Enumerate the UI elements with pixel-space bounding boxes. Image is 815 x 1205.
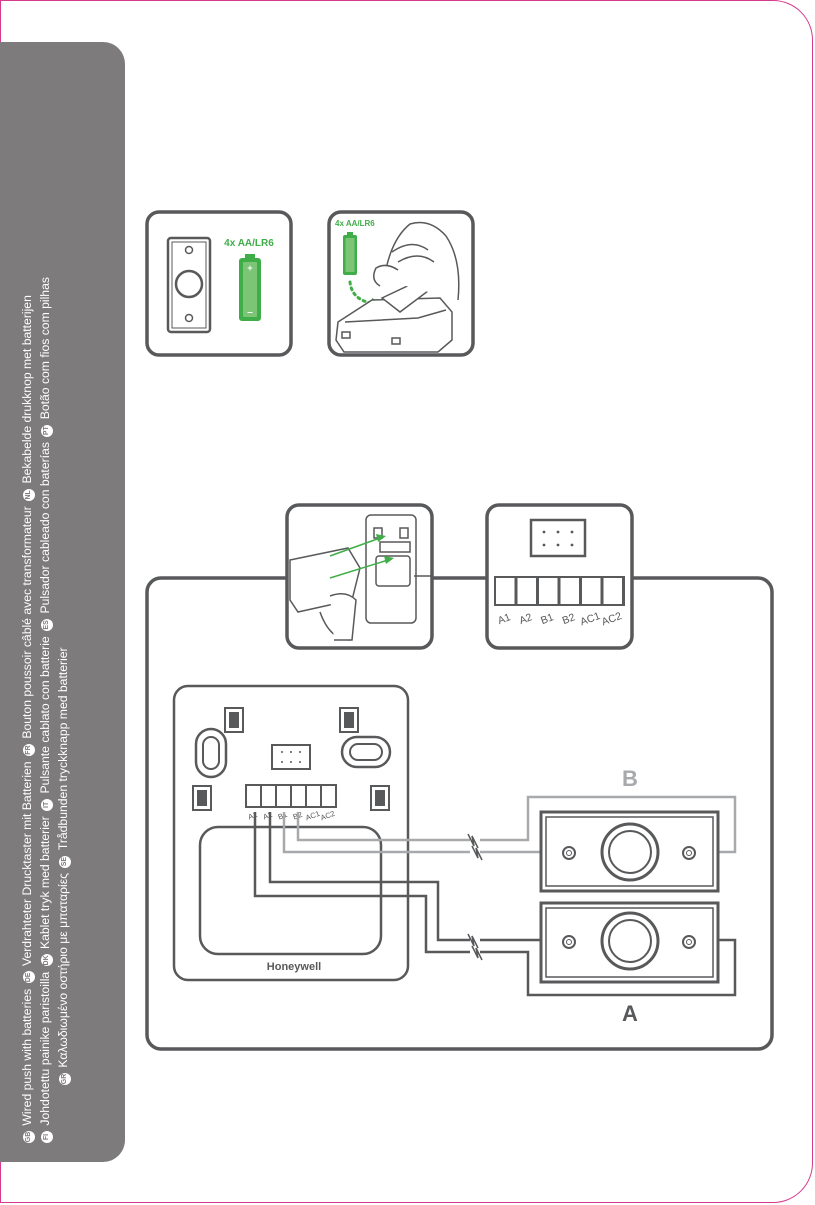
wiring-frame <box>145 576 774 1051</box>
push-button-icon <box>166 236 212 334</box>
large-terminal-label-b1: B1 <box>539 611 555 627</box>
hand-with-device-illustration <box>335 221 460 353</box>
large-terminal-label-b2: B2 <box>561 611 577 627</box>
brand-logo: Honeywell <box>267 961 321 973</box>
large-terminal-ac1 <box>582 578 601 604</box>
wiring-b <box>282 795 737 854</box>
small-terminal-label-a1: A1 <box>247 810 259 822</box>
small-terminal-label-b1: B1 <box>277 810 289 822</box>
small-terminal-ac1 <box>307 786 320 806</box>
push-button-b <box>539 810 720 893</box>
large-terminal-a2 <box>517 578 536 604</box>
small-terminal-b2 <box>292 786 305 806</box>
large-terminal-label-a2: A2 <box>518 611 534 627</box>
wiring-a <box>253 812 737 997</box>
small-terminal-housing <box>245 784 337 808</box>
large-terminal-housing <box>494 576 625 606</box>
receiver-cover <box>198 825 383 956</box>
small-terminal-label-a2: A2 <box>262 810 274 822</box>
hand-with-adapter-illustration <box>289 514 432 641</box>
large-terminal-ac2 <box>603 578 622 604</box>
small-terminal-b1 <box>277 786 290 806</box>
small-terminal-a1 <box>247 786 260 806</box>
sidebar <box>0 42 125 1162</box>
battery-small-icon <box>343 232 357 275</box>
large-terminal-label-a1: A1 <box>496 611 512 627</box>
large-terminal-a1 <box>496 578 515 604</box>
connector-socket <box>529 518 587 558</box>
push-button-a <box>539 901 720 984</box>
battery-icon: + – <box>239 254 261 321</box>
panel-plug-adapter <box>285 503 434 650</box>
wire-break-icons <box>467 833 483 961</box>
small-terminal-ac2 <box>322 786 335 806</box>
large-terminal-b2 <box>560 578 579 604</box>
panel-insert-battery: 4x AA/LR6 <box>327 210 475 357</box>
label-b: B <box>622 766 638 791</box>
large-terminal-b1 <box>539 578 558 604</box>
battery-label: 4x AA/LR6 <box>224 238 274 249</box>
label-a: A <box>622 1001 638 1026</box>
small-terminal-a2 <box>262 786 275 806</box>
battery-plus-label: + <box>247 263 252 273</box>
battery-minus-label: – <box>247 307 253 318</box>
battery-label-2: 4x AA/LR6 <box>335 219 375 228</box>
panel-push-button-battery: 4x AA/LR6 + – <box>145 210 293 357</box>
